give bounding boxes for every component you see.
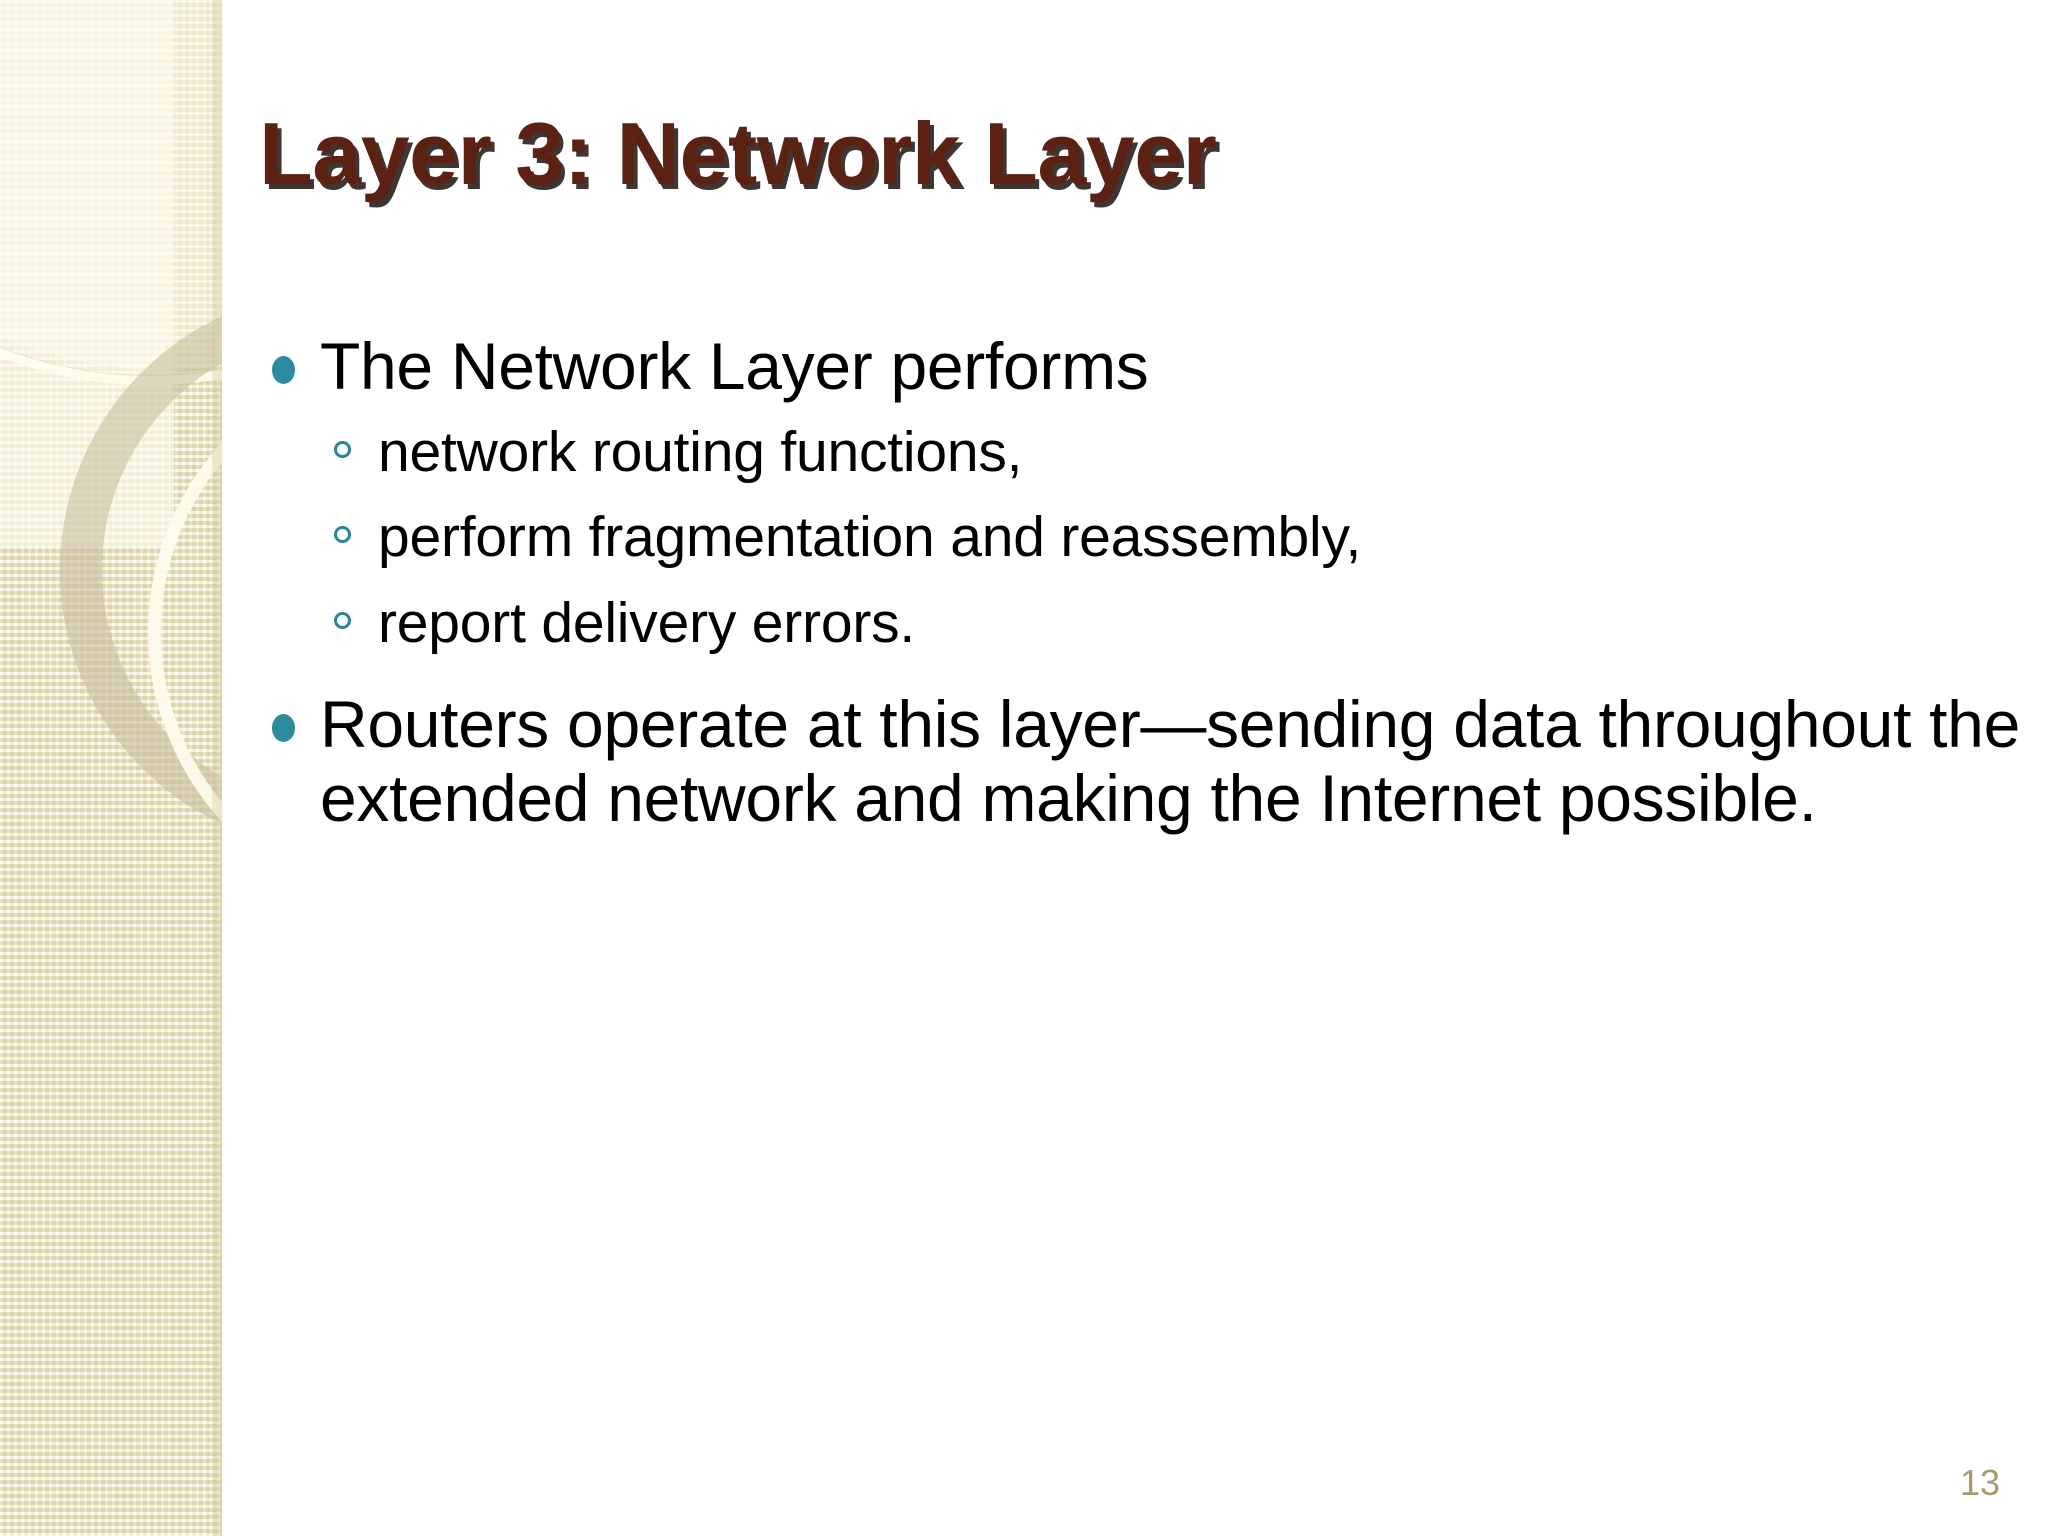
slide-body-bullet-list: The Network Layer performs network routi… bbox=[252, 329, 2032, 836]
bullet-level1-item: Routers operate at this layer—sending da… bbox=[252, 687, 2032, 836]
slide-page-number: 13 bbox=[1959, 1462, 2000, 1503]
bullet-level1-item: The Network Layer performs bbox=[252, 329, 2032, 404]
hollow-circle-bullet-icon bbox=[334, 611, 351, 629]
bullet-level1-text: The Network Layer performs bbox=[320, 329, 1149, 403]
bullet-level2-item: perform fragmentation and reassembly, bbox=[252, 495, 2032, 581]
bullet-level2-text: perform fragmentation and reassembly, bbox=[378, 505, 1362, 570]
decorative-sidebar-panel bbox=[0, 0, 222, 1536]
bullet-level2-text: report delivery errors. bbox=[378, 590, 916, 655]
hollow-circle-bullet-icon bbox=[334, 440, 351, 458]
slide-content-area: Layer 3: Network Layer The Network Layer… bbox=[222, 0, 2048, 1536]
filled-circle-bullet-icon bbox=[272, 356, 295, 384]
sidebar-edge-divider bbox=[212, 0, 222, 1536]
hollow-circle-bullet-icon bbox=[334, 526, 351, 544]
slide-title: Layer 3: Network Layer bbox=[259, 104, 1217, 203]
bullet-level1-text: Routers operate at this layer—sending da… bbox=[320, 687, 2020, 836]
thin-cream-ring-top-shape bbox=[0, 0, 222, 385]
bullet-level2-text: network routing functions, bbox=[378, 419, 1023, 484]
bullet-level2-item: network routing functions, bbox=[252, 410, 2032, 496]
bullet-level2-item: report delivery errors. bbox=[252, 581, 2032, 667]
bullet-level2-group: network routing functions, perform fragm… bbox=[252, 410, 2032, 667]
filled-circle-bullet-icon bbox=[272, 714, 295, 743]
